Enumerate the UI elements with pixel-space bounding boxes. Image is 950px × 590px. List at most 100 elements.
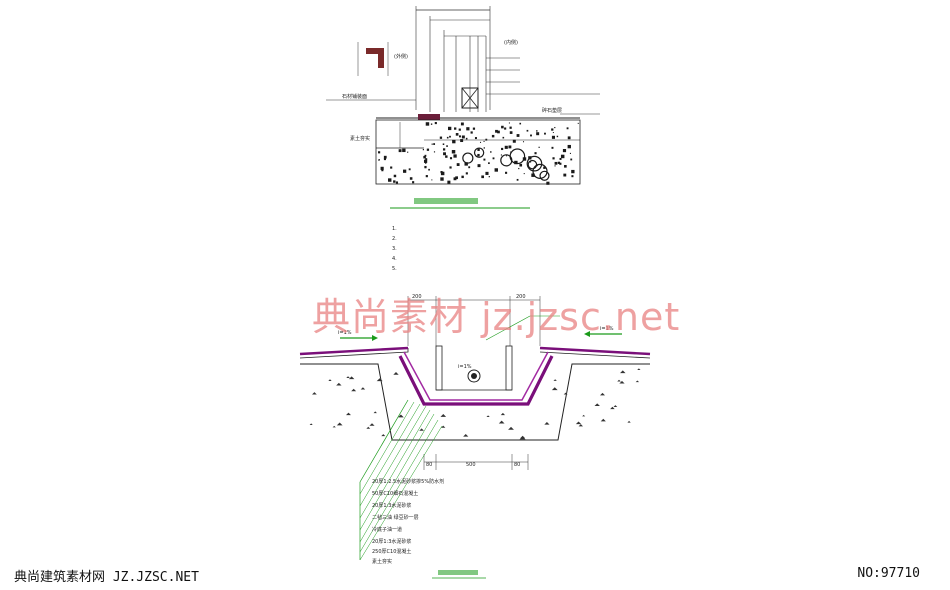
gravel-hatch xyxy=(453,154,457,158)
gravel-hatch xyxy=(500,154,502,156)
gravel-hatch xyxy=(546,181,550,185)
gravel-hatch xyxy=(472,127,476,130)
gravel-hatch xyxy=(490,151,492,153)
gravel-hatch xyxy=(464,162,468,166)
concrete-hatch xyxy=(610,406,615,410)
gravel-hatch xyxy=(388,178,392,182)
note-4: 4. xyxy=(392,256,397,262)
gravel-hatch xyxy=(398,149,402,153)
concrete-hatch xyxy=(551,387,558,391)
gravel-hatch xyxy=(519,122,522,125)
gravel-hatch xyxy=(402,148,406,153)
gravel-hatch xyxy=(536,130,538,132)
gravel-hatch xyxy=(506,155,508,157)
gravel-hatch xyxy=(502,136,505,139)
gravel-hatch xyxy=(448,126,452,131)
concrete-hatch xyxy=(440,414,447,417)
gravel-hatch xyxy=(497,130,500,134)
gravel-hatch xyxy=(559,162,562,165)
gravel-hatch xyxy=(569,152,571,154)
concrete-hatch xyxy=(553,379,557,381)
note-3: 3. xyxy=(392,246,397,252)
gravel-hatch xyxy=(492,157,495,160)
gravel-hatch xyxy=(425,175,428,178)
gravel-hatch xyxy=(551,128,554,131)
gravel-hatch xyxy=(479,141,482,143)
gravel-hatch xyxy=(512,139,516,143)
gravel-hatch xyxy=(465,137,468,140)
gravel-hatch xyxy=(383,158,386,161)
concrete-hatch xyxy=(578,424,584,427)
gravel-hatch xyxy=(443,152,446,156)
layer-4: 冷底子油一道 xyxy=(372,527,403,533)
gravel-hatch xyxy=(571,175,574,178)
concrete-hatch xyxy=(366,426,371,429)
gravel-hatch xyxy=(408,168,411,171)
detail-a-left-label: (外侧) xyxy=(394,53,408,60)
note-5: 5. xyxy=(392,266,397,272)
gravel-hatch xyxy=(501,125,504,129)
gravel-hatch xyxy=(566,127,569,130)
gravel-hatch xyxy=(552,157,555,160)
gravel-hatch xyxy=(563,173,567,177)
gravel-hatch xyxy=(425,162,427,164)
note-1: 1. xyxy=(392,226,397,232)
gravel-hatch xyxy=(455,176,458,180)
gravel-hatch xyxy=(554,126,556,129)
gravel-hatch xyxy=(529,161,532,163)
gravel-hatch xyxy=(477,148,480,151)
footer-number: NO:97710 xyxy=(857,566,920,581)
concrete-hatch xyxy=(328,379,332,381)
layer-2: 20厚1:3水泥砂浆 xyxy=(372,503,412,509)
concrete-hatch xyxy=(520,435,526,439)
gravel-hatch xyxy=(458,128,461,131)
concrete-hatch xyxy=(376,378,383,382)
gravel-hatch xyxy=(560,154,565,159)
gravel-hatch xyxy=(567,144,571,149)
gravel-hatch xyxy=(403,169,407,173)
concrete-hatch xyxy=(360,387,366,390)
gravel-hatch xyxy=(562,148,567,153)
concrete-hatch xyxy=(393,372,399,375)
gravel-hatch xyxy=(381,169,384,172)
note-2: 2. xyxy=(392,236,397,242)
gravel-hatch xyxy=(481,175,484,179)
gravel-hatch xyxy=(485,138,488,141)
gravel-hatch xyxy=(468,166,471,169)
concrete-hatch xyxy=(381,434,386,437)
gravel-hatch xyxy=(378,151,381,154)
layer-0: 20厚1:2.5水泥砂浆掺5%防水剂 xyxy=(372,479,445,485)
gravel-hatch xyxy=(428,168,430,171)
gravel-hatch xyxy=(470,131,473,134)
stone-hatch xyxy=(473,147,485,158)
gravel-hatch xyxy=(543,166,546,169)
dim-0: 200 xyxy=(412,294,422,300)
gravel-hatch xyxy=(423,159,428,163)
gravel-hatch xyxy=(551,135,555,139)
concrete-hatch xyxy=(575,421,582,425)
gravel-hatch xyxy=(455,133,459,136)
gravel-hatch xyxy=(501,147,504,151)
layer-3: 二毡三油 绿豆砂一层 xyxy=(372,515,419,521)
gravel-hatch xyxy=(423,155,426,159)
gravel-hatch xyxy=(446,136,449,139)
gravel-hatch xyxy=(474,137,477,140)
gravel-hatch xyxy=(531,173,535,177)
gravel-hatch xyxy=(494,168,498,172)
gravel-hatch xyxy=(509,131,513,134)
gravel-hatch xyxy=(504,145,508,149)
gravel-hatch xyxy=(557,161,561,164)
concrete-hatch xyxy=(336,422,343,426)
layer-7: 素土夯实 xyxy=(372,559,393,565)
gravel-hatch xyxy=(440,177,444,181)
gravel-hatch xyxy=(518,167,520,170)
concrete-hatch xyxy=(351,388,357,392)
gravel-hatch xyxy=(570,158,573,161)
gravel-hatch xyxy=(393,174,397,178)
concrete-hatch xyxy=(594,403,600,407)
gravel-hatch xyxy=(449,157,453,160)
gravel-hatch xyxy=(446,145,448,147)
gravel-hatch xyxy=(433,143,436,145)
gravel-hatch xyxy=(477,164,481,168)
gravel-hatch xyxy=(519,163,523,167)
